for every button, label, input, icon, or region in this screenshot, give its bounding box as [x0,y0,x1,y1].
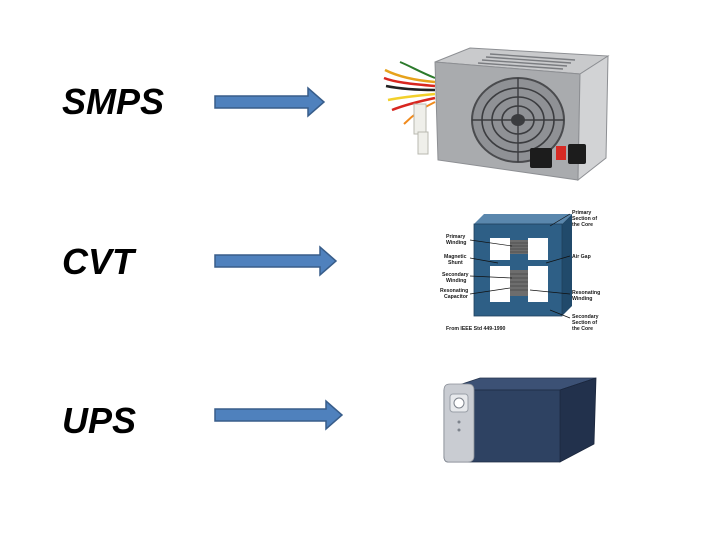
power-sockets [530,144,586,168]
ups-front-panel [443,383,561,463]
power-supply-image [383,47,610,182]
secondary-winding [510,270,528,296]
label-resonating-capacitor: Resonating Capacitor [440,288,470,300]
label-smps: SMPS [62,81,165,122]
label-cvt: CVT [62,241,134,282]
label-magnetic-shunt: Magnetic Shunt [444,254,468,266]
label-primary-section: Primary Section of the Core [572,210,599,228]
arrow-smps [214,86,326,118]
label-ups: UPS [62,400,137,441]
cvt-diagram: Primary Section of the Core Primary Wind… [440,210,602,332]
label-secondary-winding: Secondary Winding [442,272,470,284]
fan-grill [471,77,565,163]
ups-image [443,377,597,463]
arrow-cvt [214,245,338,277]
arrow-ups [214,399,344,431]
power-supply-wires [383,61,436,155]
label-secondary-section: Secondary Section of the Core [572,314,600,332]
diagram-source-note: From IEEE Std 449-1990 [446,326,506,332]
label-resonating-winding: Resonating Winding [572,290,602,302]
label-primary-winding: Primary Winding [446,234,467,246]
magnetic-shunt [490,260,548,266]
primary-winding [510,240,528,254]
label-air-gap: Air Gap [572,254,591,260]
